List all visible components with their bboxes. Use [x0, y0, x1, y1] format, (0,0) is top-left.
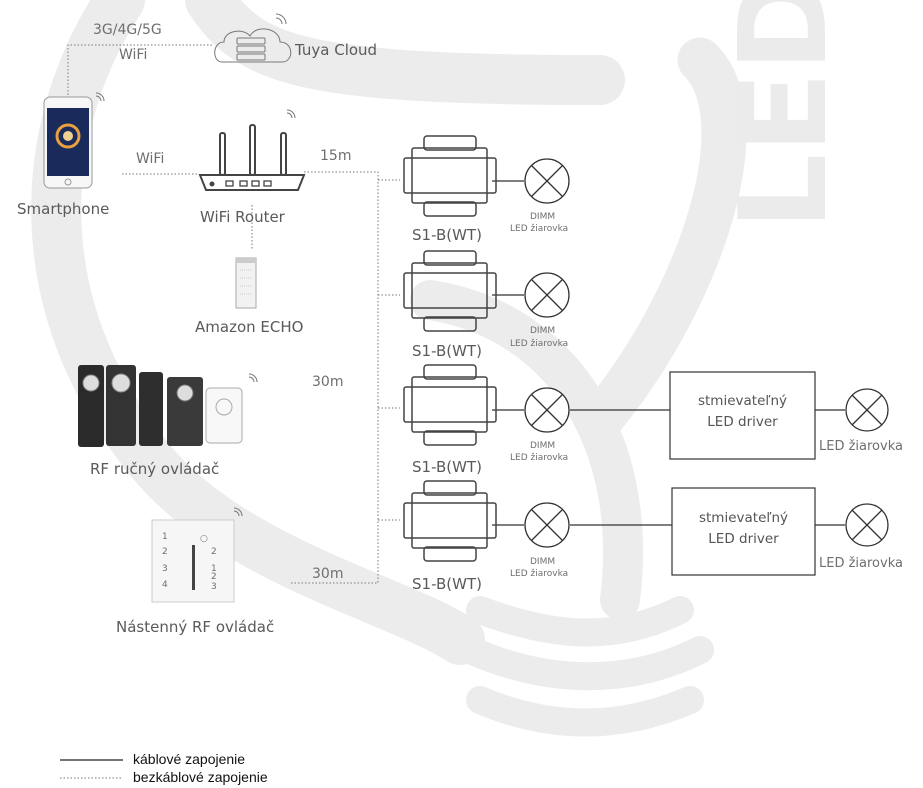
module-label-1: S1-B(WT) — [412, 226, 482, 244]
wall-panel-icon: ○ — [151, 519, 235, 603]
wall-panel-key-left-2: 2 — [162, 547, 168, 557]
lamp-label-bottom-3: LED žiarovka — [510, 453, 569, 463]
wifi-router-label: WiFi Router — [200, 208, 285, 226]
legend-lines — [60, 759, 123, 779]
wifi-router-icon — [198, 124, 306, 191]
wall-panel-distance-label: 30m — [312, 566, 344, 582]
driver-2-line1: stmievateľný — [698, 510, 788, 526]
wall-panel-key-right-2: 1 — [211, 564, 217, 574]
rf-remote-label: RF ručný ovládač — [90, 460, 220, 478]
lamp-label-top-2: DIMM — [530, 326, 556, 336]
lamp-label-top-4: DIMM — [530, 557, 556, 567]
driver-2-lamp-label: LED žiarovka — [819, 556, 903, 571]
wall-panel-key-left-4: 4 — [162, 580, 168, 590]
module-label-2: S1-B(WT) — [412, 342, 482, 360]
svg-text:○: ○ — [200, 534, 208, 544]
lamp-label-bottom-2: LED žiarovka — [510, 339, 569, 349]
rf-remote-distance-label: 30m — [312, 374, 344, 390]
wall-panel-key-right-3: 2 — [211, 572, 217, 582]
module-icons — [403, 135, 497, 562]
wireless-links — [67, 44, 400, 584]
watermark-graphic — [31, 0, 747, 737]
cloud-icon — [214, 28, 292, 63]
legend-wireless-label: bezkáblové zapojenie — [133, 769, 268, 785]
smartphone-icon — [43, 96, 93, 189]
rf-remote-icons — [78, 365, 243, 447]
tuya-cloud-label: Tuya Cloud — [295, 41, 378, 59]
wall-panel-key-left-1: 1 — [162, 532, 168, 542]
module-label-3: S1-B(WT) — [412, 458, 482, 476]
router-distance-label: 15m — [320, 148, 352, 164]
smartphone-link-label: WiFi — [136, 151, 165, 167]
amazon-echo-label: Amazon ECHO — [195, 318, 304, 336]
module-label-4: S1-B(WT) — [412, 575, 482, 593]
driver-1-lamp-label: LED žiarovka — [819, 439, 903, 454]
lamp-label-bottom-1: LED žiarovka — [510, 224, 569, 234]
wall-panel-label: Nástenný RF ovládač — [116, 618, 275, 636]
amazon-echo-icon — [235, 257, 257, 309]
watermark-text: LED — [715, 0, 854, 230]
driver-2-line2: LED driver — [708, 531, 779, 547]
legend-wired-label: káblové zapojenie — [133, 751, 246, 767]
lamp-icons — [524, 158, 889, 548]
wall-panel-key-right-4: 3 — [211, 582, 217, 592]
driver-1-line2: LED driver — [707, 414, 778, 430]
wired-links — [492, 180, 845, 526]
driver-1-text: stmievateľný LED driver — [670, 391, 815, 433]
cloud-link-top-label: 3G/4G/5G — [93, 22, 162, 38]
driver-boxes — [669, 371, 816, 576]
wall-panel-key-left-3: 3 — [162, 564, 168, 574]
driver-2-text: stmievateľný LED driver — [672, 508, 815, 550]
lamp-label-bottom-4: LED žiarovka — [510, 569, 569, 579]
lamp-label-top-3: DIMM — [530, 441, 556, 451]
smartphone-label: Smartphone — [17, 200, 110, 218]
wifi-signal-icon — [95, 13, 296, 517]
wall-panel-key-right-1: 2 — [211, 547, 217, 557]
lamp-label-top-1: DIMM — [530, 212, 556, 222]
cloud-link-bottom-label: WiFi — [119, 47, 148, 63]
driver-1-line1: stmievateľný — [697, 393, 787, 409]
